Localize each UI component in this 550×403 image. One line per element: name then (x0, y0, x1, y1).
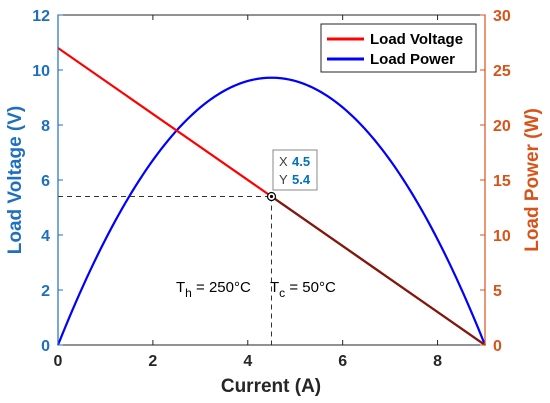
temperature-annotation-hot: Th = 250°C (176, 279, 251, 300)
left-y-axis-title: Load Voltage (V) (5, 106, 26, 254)
series-overlap-segment (270, 195, 486, 346)
datatip-y-value: 5.4 (292, 172, 311, 187)
th-symbol: T (176, 279, 185, 296)
legend-label-load-power: Load Power (370, 51, 455, 68)
right-y-tick-label: 0 (493, 338, 502, 355)
right-y-tick-label: 10 (493, 228, 511, 245)
temperature-annotation-cold: Tc = 50°C (270, 279, 336, 300)
x-tick-label: 0 (54, 353, 63, 370)
left-y-tick-label: 2 (41, 283, 50, 300)
left-y-tick-label: 0 (41, 338, 50, 355)
legend-label-load-voltage: Load Voltage (370, 31, 463, 48)
right-y-tick-label: 30 (493, 8, 511, 25)
x-tick-label: 4 (243, 353, 252, 370)
left-y-tick-label: 10 (32, 63, 50, 80)
left-y-tick-label: 4 (41, 228, 50, 245)
x-tick-label: 6 (338, 353, 347, 370)
series-line-load-power (56, 76, 487, 346)
left-y-tick-label: 12 (32, 8, 50, 25)
th-subscript: h (185, 286, 192, 300)
datatip-box (272, 149, 318, 191)
legend-box (320, 23, 477, 73)
datatip-marker-center (269, 194, 274, 199)
left-y-tick-label: 8 (41, 118, 50, 135)
left-y-tick-label: 6 (41, 173, 50, 190)
tc-subscript: c (279, 286, 285, 300)
tc-symbol: T (270, 279, 279, 296)
right-y-tick-label: 25 (493, 63, 511, 80)
legend: Load Voltage Load Power (320, 23, 477, 73)
datatip-x-label: X (279, 154, 288, 169)
x-tick-label: 2 (148, 353, 157, 370)
tc-value: = 50°C (285, 279, 336, 296)
x-tick-label: 8 (433, 353, 442, 370)
x-axis-title: Current (A) (221, 376, 321, 397)
right-y-tick-label: 5 (493, 283, 502, 300)
datatip-x-value: 4.5 (292, 154, 310, 169)
datatip-y-label: Y (279, 172, 288, 187)
right-y-tick-label: 20 (493, 118, 511, 135)
datatip[interactable]: X 4.5 Y 5.4 (272, 149, 318, 191)
th-value: = 250°C (192, 279, 251, 296)
right-y-tick-label: 15 (493, 173, 511, 190)
right-y-axis-title: Load Power (W) (522, 108, 543, 252)
